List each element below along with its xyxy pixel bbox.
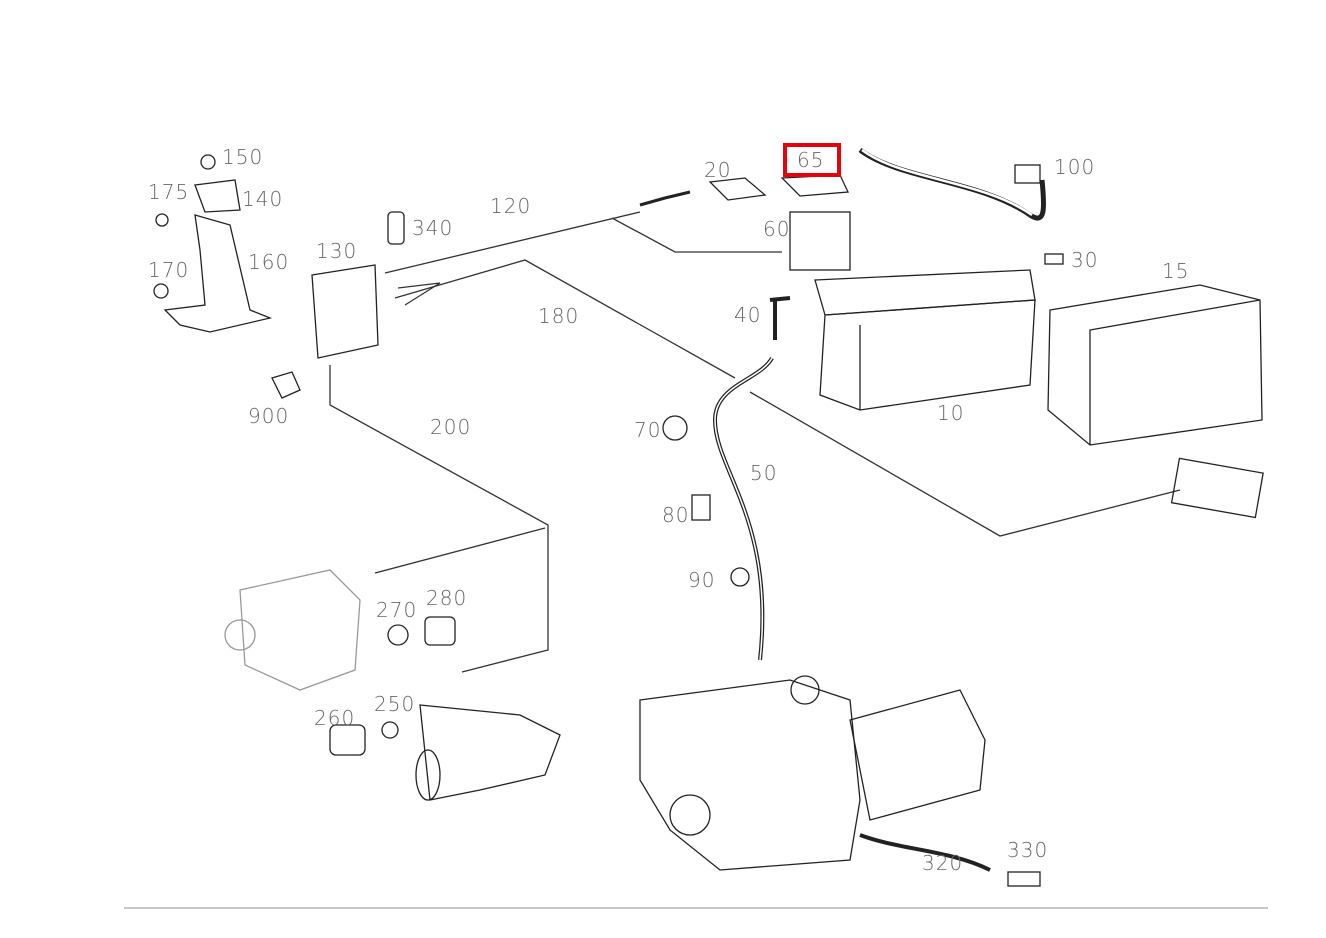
callout-180[interactable]: 180 <box>538 304 580 328</box>
battery-10 <box>814 269 1036 411</box>
callout-70[interactable]: 70 <box>634 418 662 442</box>
callout-90[interactable]: 90 <box>688 568 716 592</box>
cover-20 <box>708 177 767 201</box>
callout-280[interactable]: 280 <box>426 586 468 610</box>
callout-130[interactable]: 130 <box>316 239 358 263</box>
callout-30[interactable]: 30 <box>1071 248 1099 272</box>
bolt-30 <box>1044 253 1064 265</box>
clip-70 <box>662 415 688 441</box>
sensor-module <box>1170 457 1264 519</box>
callout-120[interactable]: 120 <box>490 194 532 218</box>
callout-170[interactable]: 170 <box>148 258 190 282</box>
callout-200[interactable]: 200 <box>430 415 472 439</box>
cable-320 <box>859 833 991 872</box>
callout-250[interactable]: 250 <box>374 692 416 716</box>
callout-270[interactable]: 270 <box>376 598 418 622</box>
bolt-330 <box>1007 871 1041 887</box>
callout-260[interactable]: 260 <box>314 706 356 730</box>
bracket-part <box>153 154 273 333</box>
bottom-divider <box>124 907 1268 909</box>
callout-80[interactable]: 80 <box>662 503 690 527</box>
elbow-40 <box>769 296 791 340</box>
highlight-box-65 <box>783 143 841 177</box>
callout-15[interactable]: 15 <box>1162 259 1190 283</box>
part-340 <box>387 211 405 245</box>
callout-175[interactable]: 175 <box>148 180 190 204</box>
callout-340[interactable]: 340 <box>412 216 454 240</box>
callout-10[interactable]: 10 <box>937 401 965 425</box>
fuse-box-60 <box>789 211 851 271</box>
sensor-80 <box>691 494 711 521</box>
callout-100[interactable]: 100 <box>1054 155 1096 179</box>
callout-20[interactable]: 20 <box>704 158 732 182</box>
terminal-100 <box>1014 164 1041 184</box>
battery-box-15 <box>1047 284 1263 446</box>
callout-40[interactable]: 40 <box>734 303 762 327</box>
part-280 <box>424 616 456 646</box>
clip-90 <box>730 567 750 587</box>
callout-320[interactable]: 320 <box>922 851 964 875</box>
nut-270 <box>387 624 409 646</box>
callout-65[interactable]: 65 <box>797 148 825 172</box>
callout-140[interactable]: 140 <box>242 187 284 211</box>
part-900 <box>271 371 301 399</box>
starter-motor <box>329 704 561 801</box>
leader-lines <box>329 211 1181 673</box>
callout-60[interactable]: 60 <box>763 217 791 241</box>
callout-150[interactable]: 150 <box>222 145 264 169</box>
callout-50[interactable]: 50 <box>750 461 778 485</box>
callout-330[interactable]: 330 <box>1007 838 1049 862</box>
alternator <box>224 569 361 691</box>
callout-160[interactable]: 160 <box>248 250 290 274</box>
callout-900[interactable]: 900 <box>248 404 290 428</box>
cover-65 <box>780 174 849 197</box>
control-module-part <box>311 264 379 359</box>
engine-transmission <box>639 675 986 871</box>
cable-120 <box>639 190 691 207</box>
